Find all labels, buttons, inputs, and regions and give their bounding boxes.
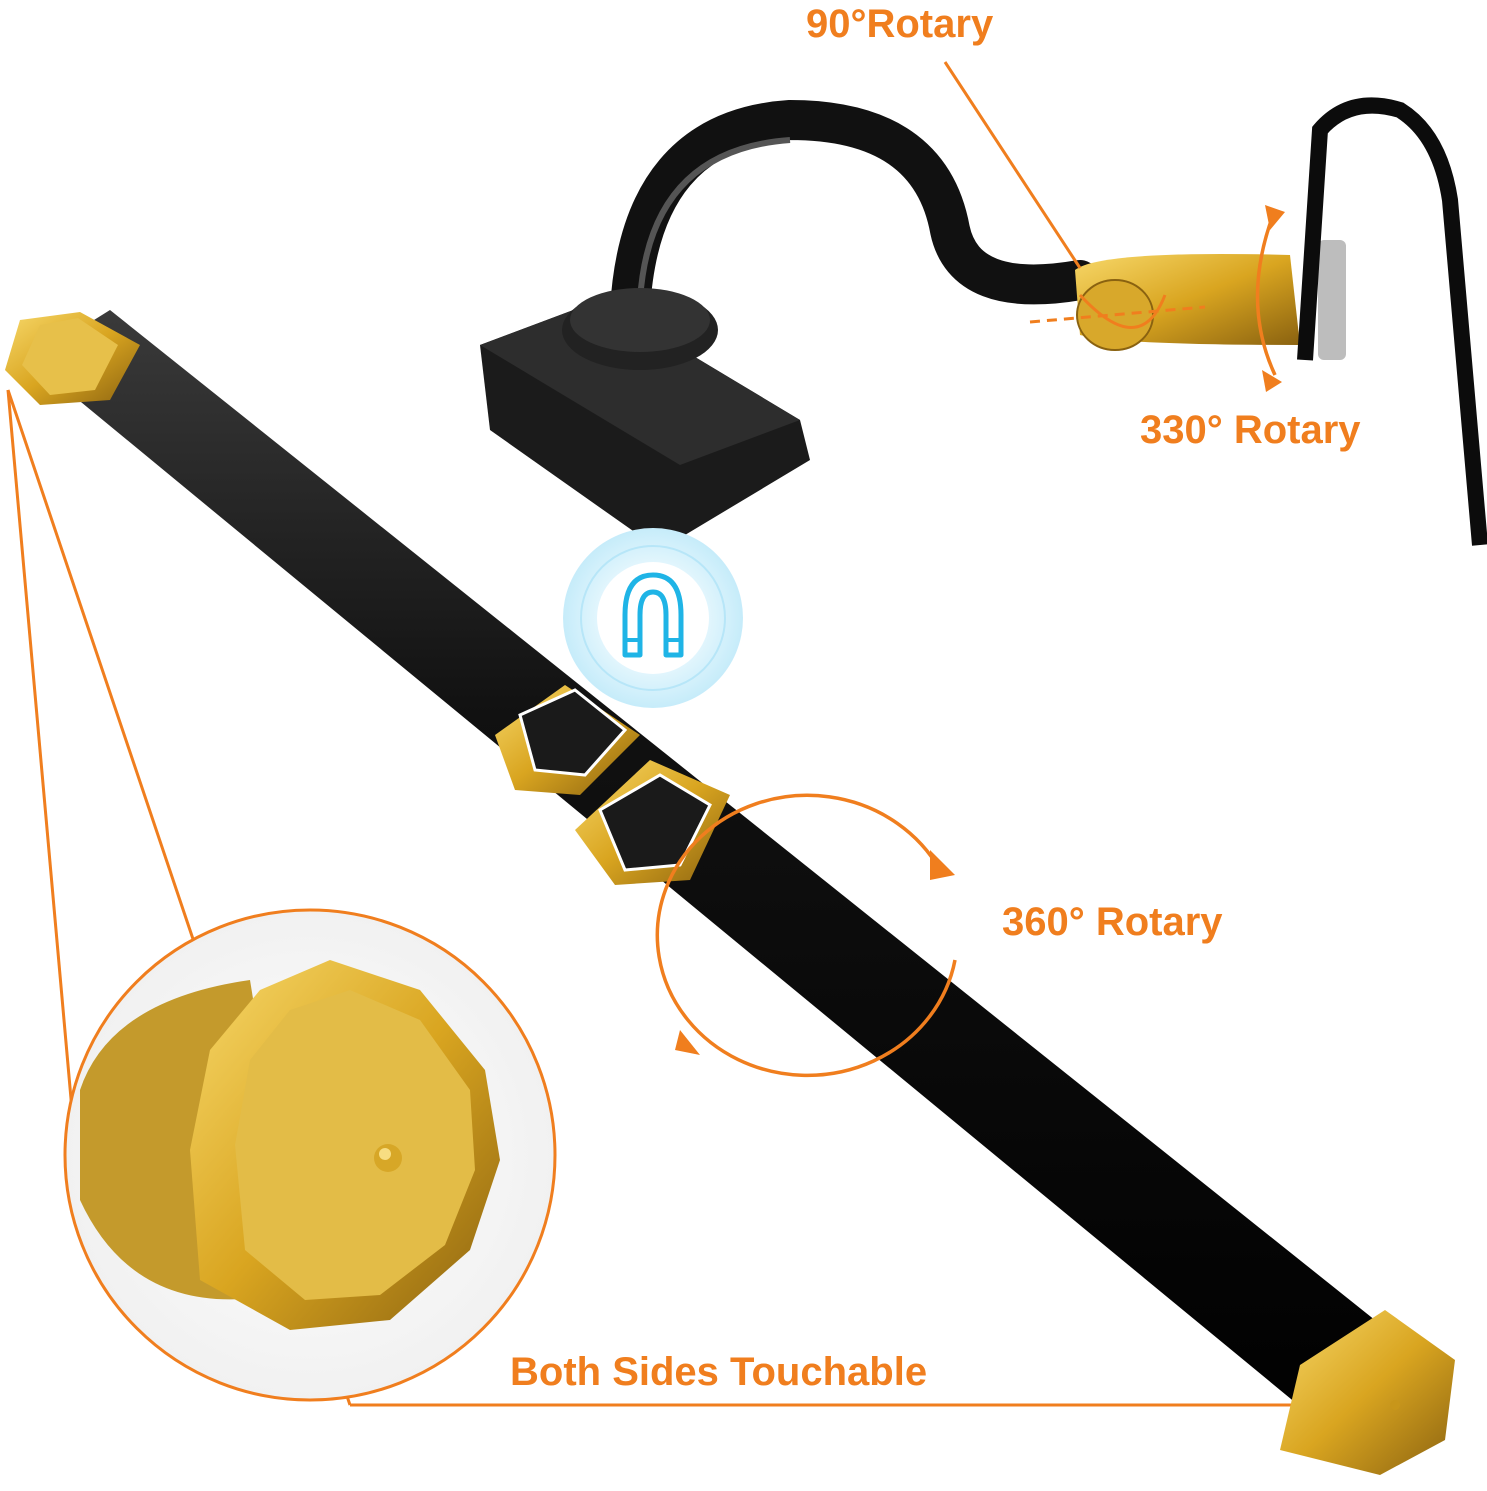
- rotation-360-arrow: [655, 793, 957, 1078]
- rotary-330-arrow: [1255, 205, 1285, 392]
- rotary-90-label: 90°Rotary: [806, 2, 994, 46]
- rotary-360-label: 360° Rotary: [1002, 900, 1223, 944]
- light-bar: [5, 310, 1455, 1475]
- zoom-detail-circle: [63, 908, 557, 1402]
- mount-block: [480, 288, 810, 550]
- joint-rings: [495, 685, 730, 885]
- both-sides-touchable-label: Both Sides Touchable: [510, 1350, 928, 1394]
- right-end-cap: [1280, 1310, 1455, 1475]
- magnet-icon: [563, 528, 743, 708]
- rotary-330-label: 330° Rotary: [1140, 408, 1361, 452]
- gooseneck-arm: [610, 99, 1100, 330]
- lamp-head: [1075, 97, 1487, 546]
- rotary-90-pointer: [943, 61, 1206, 329]
